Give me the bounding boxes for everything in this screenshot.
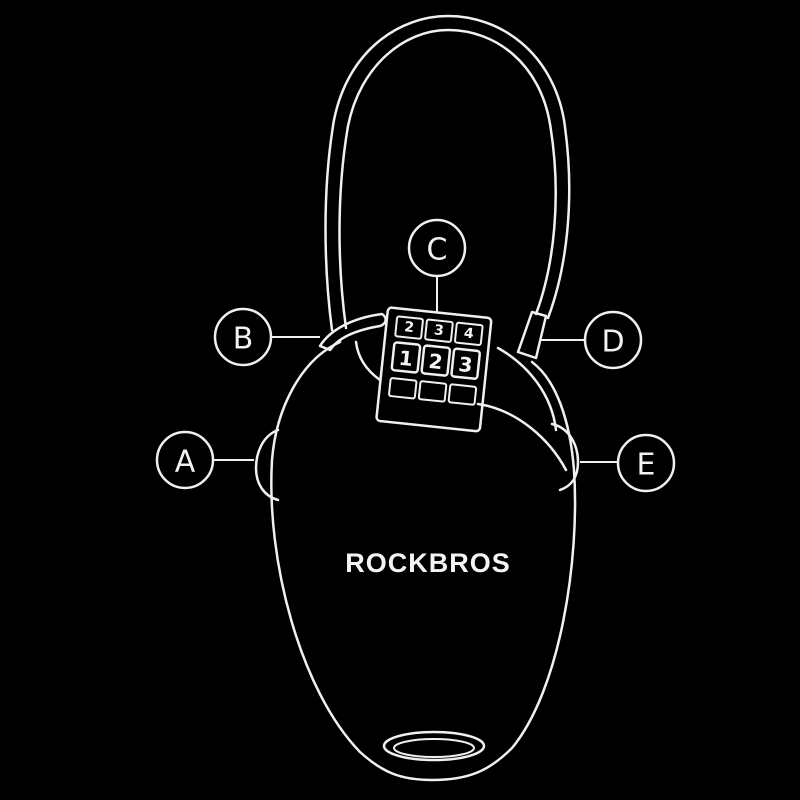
dial-top-3: 4: [463, 325, 475, 342]
callout-e-label: E: [637, 448, 656, 483]
dial-mid-3: 3: [457, 352, 473, 377]
side-button-right: [550, 422, 580, 492]
callout-leaders: [214, 276, 618, 463]
dial-mid-2: 2: [428, 349, 444, 374]
callout-d: D: [583, 310, 643, 370]
dial-top-2: 3: [433, 322, 444, 339]
side-button-left: [254, 428, 280, 502]
dial-top-1: 2: [403, 319, 414, 336]
callout-b: B: [213, 307, 273, 367]
bottom-opening: [382, 730, 486, 762]
callout-e: E: [616, 433, 676, 493]
callout-d-label: D: [601, 325, 624, 360]
callout-c: C: [407, 218, 467, 278]
cable-plug: [516, 310, 548, 360]
dial-mid-1: 1: [398, 346, 414, 371]
callout-a: A: [155, 430, 215, 490]
callout-b-label: B: [233, 322, 254, 357]
callout-c-label: C: [427, 233, 448, 268]
brand-logo: ROCKBROS: [345, 548, 511, 578]
cable-loop: [324, 14, 571, 332]
callout-a-label: A: [175, 445, 196, 480]
combination-dial: 2 3 4 1 2 3: [375, 306, 493, 433]
